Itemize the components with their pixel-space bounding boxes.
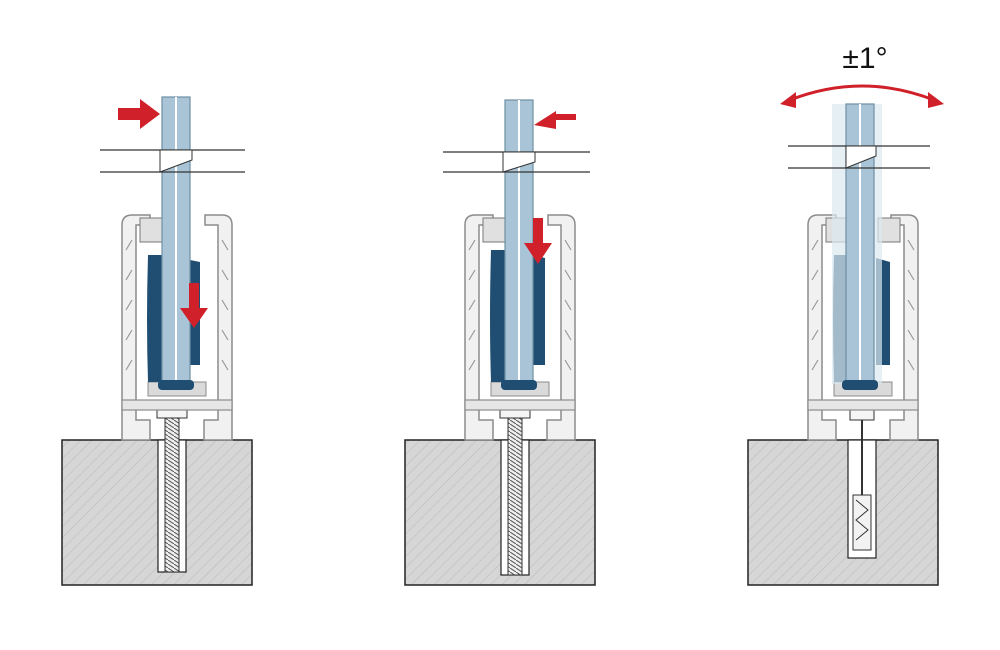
wedge-right: [533, 255, 545, 365]
break-mark: [502, 151, 536, 173]
arrow-down-icon: [524, 218, 552, 264]
concrete-base: [404, 439, 596, 586]
concrete-base: [61, 439, 253, 586]
panel-step-2: [404, 99, 596, 586]
glass-setting-block: [501, 380, 537, 390]
concrete-base: [747, 439, 939, 586]
break-mark: [845, 145, 877, 169]
profile-base-plate: [121, 399, 233, 411]
curved-double-arrow-icon: [789, 84, 935, 102]
expansion-anchor-sleeve: [852, 494, 872, 551]
profile-base-plate: [464, 399, 576, 411]
gasket-left: [482, 217, 506, 243]
glass-setting-block: [842, 380, 878, 390]
break-mark: [159, 149, 193, 173]
wedge-left: [147, 255, 162, 382]
aluminium-profile: [807, 214, 919, 441]
wedge-left: [490, 250, 505, 382]
glass-setting-block: [158, 380, 194, 390]
panel-step-3: [747, 84, 944, 586]
tilt-angle-label: ±1°: [842, 42, 888, 75]
threaded-rod: [507, 409, 523, 576]
arrow-right-icon: [118, 99, 160, 129]
nut: [849, 409, 875, 421]
aluminium-profile: [464, 214, 576, 441]
arrow-left-icon: [534, 111, 576, 129]
panel-step-1: [61, 96, 253, 586]
gasket-left: [139, 217, 163, 243]
profile-base-plate: [807, 399, 919, 411]
threaded-rod: [164, 409, 180, 573]
aluminium-profile: [121, 214, 233, 441]
arrow-down-icon: [180, 283, 208, 328]
